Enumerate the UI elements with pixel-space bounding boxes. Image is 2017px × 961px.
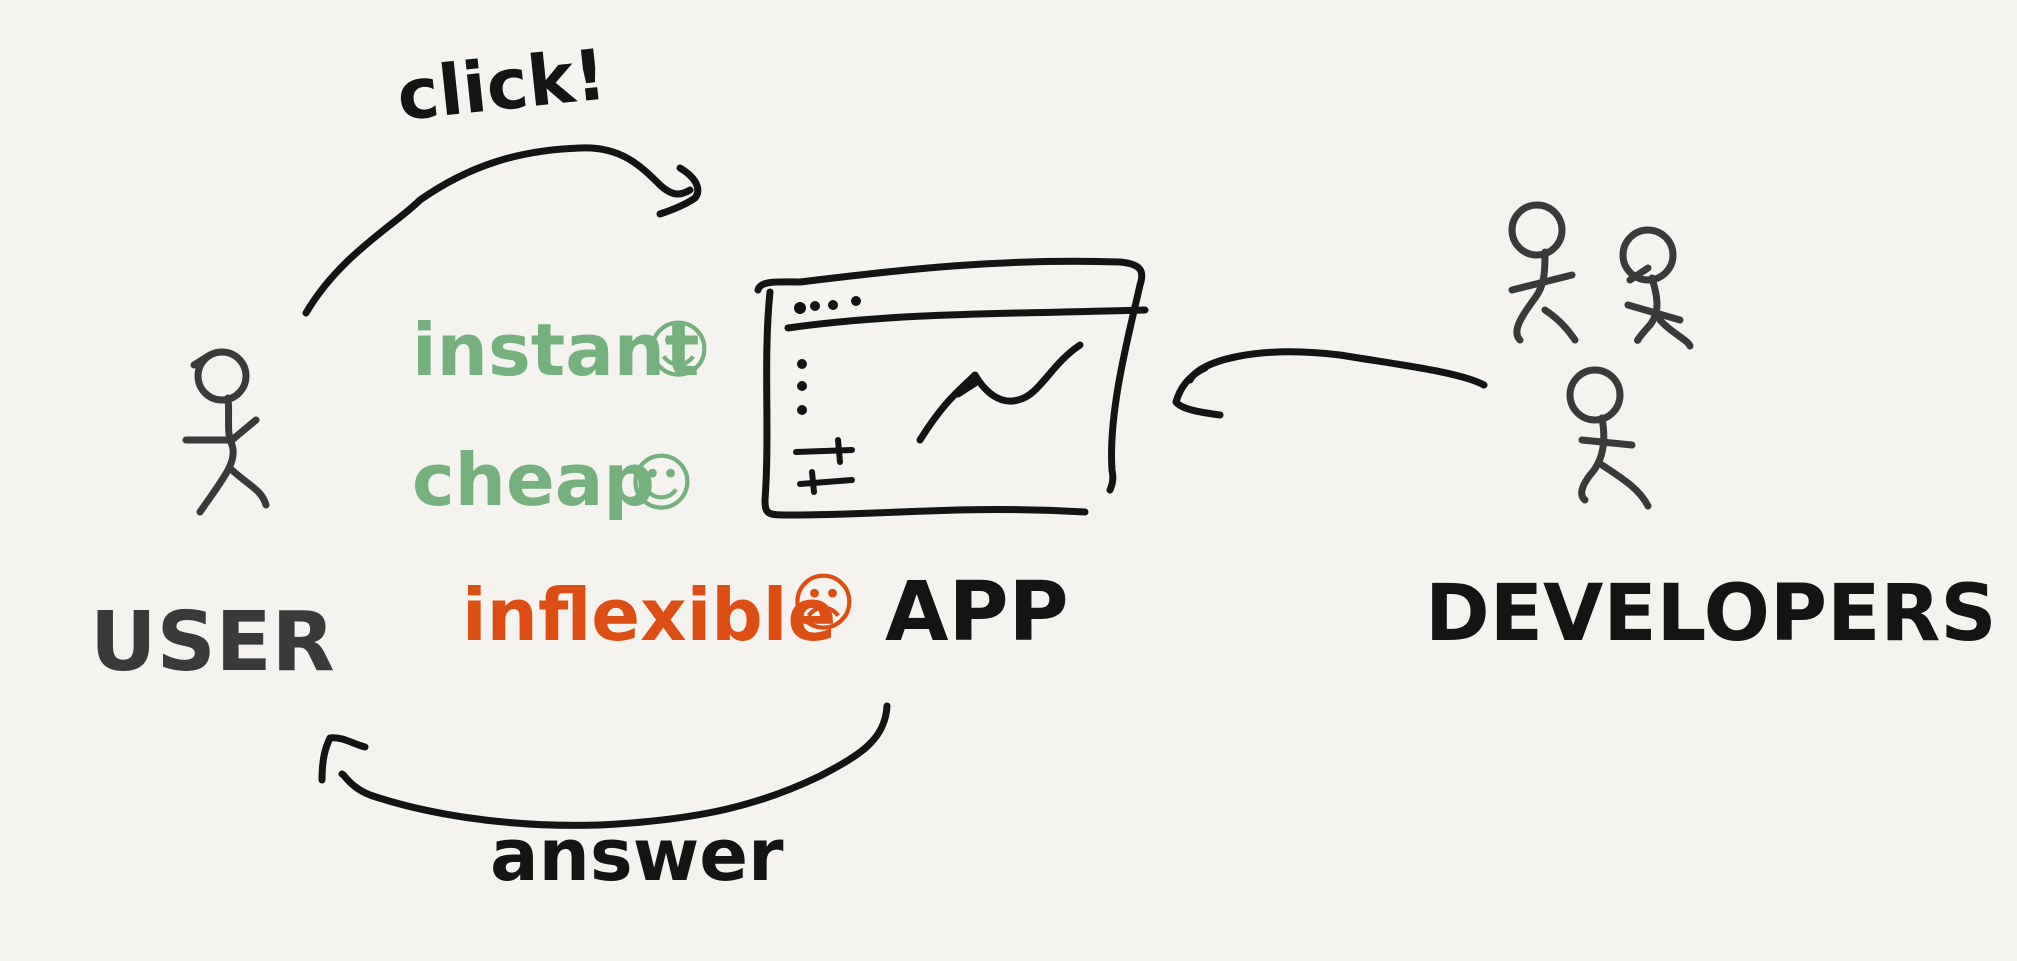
app-label: APP xyxy=(885,565,1069,660)
developers-arrow xyxy=(1172,348,1488,419)
property-label: inflexible xyxy=(462,573,836,657)
property-instant: instant ☺ xyxy=(412,308,712,392)
user-figure xyxy=(182,348,270,516)
frown-emoticon: ☹ xyxy=(790,567,857,641)
property-label: cheap xyxy=(412,438,655,522)
developer-figure xyxy=(1619,226,1694,350)
property-label: instant xyxy=(412,308,699,392)
smile-emoticon: ☺ xyxy=(645,314,712,388)
answer-arrow xyxy=(318,702,891,829)
smile-emoticon: ☺ xyxy=(628,447,695,521)
user-label: USER xyxy=(90,595,335,690)
developer-figure xyxy=(1566,366,1652,510)
developer-figure xyxy=(1508,201,1579,344)
click-arrow xyxy=(302,144,702,317)
property-inflexible: inflexible ☹ xyxy=(462,567,857,657)
app-window xyxy=(754,257,1149,519)
click-label: click! xyxy=(393,33,610,136)
property-cheap: cheap ☺ xyxy=(412,438,695,522)
developers-label: DEVELOPERS xyxy=(1425,569,1997,659)
answer-label: answer xyxy=(490,813,784,897)
